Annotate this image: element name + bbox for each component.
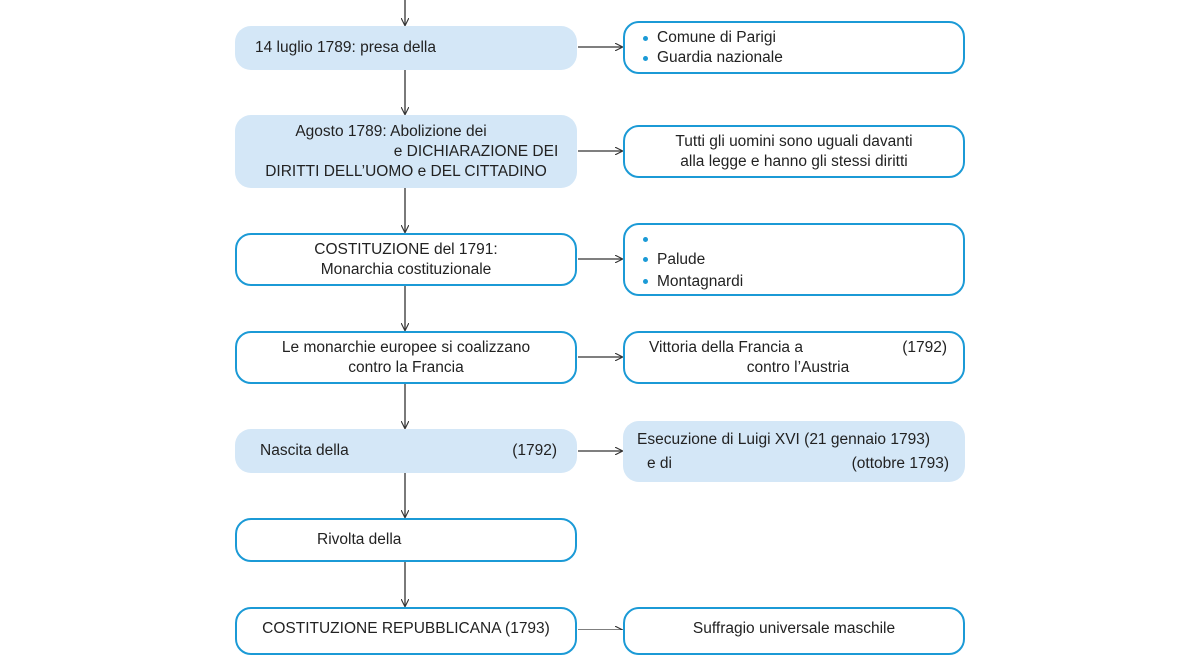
connector-layer bbox=[0, 0, 1200, 630]
flow-step-bastille-text: 14 luglio 1789: presa della bbox=[255, 39, 436, 56]
flow-step-republic: Nascita della (1792) bbox=[235, 429, 577, 473]
outcome-execution-line1: Esecuzione di Luigi XVI (21 gennaio 1793… bbox=[637, 430, 930, 448]
outcome-paris-list: Comune di Parigi Guardia nazionale bbox=[625, 28, 963, 68]
flow-step-constitution-1793: COSTITUZIONE REPUBBLICANA (1793) bbox=[235, 607, 577, 655]
outcome-equality-line1: Tutti gli uomini sono uguali davanti bbox=[675, 132, 913, 150]
flow-step-abolition-line1: Agosto 1789: Abolizione dei bbox=[295, 122, 487, 140]
flow-step-coalition-line1: Le monarchie europee si coalizzano bbox=[281, 338, 531, 356]
outcome-execution: Esecuzione di Luigi XVI (21 gennaio 1793… bbox=[623, 421, 965, 482]
outcome-victory: Vittoria della Francia a (1792) contro l… bbox=[623, 331, 965, 384]
list-item: Guardia nazionale bbox=[643, 48, 963, 68]
list-item: Comune di Parigi bbox=[643, 28, 963, 48]
outcome-paris: Comune di Parigi Guardia nazionale bbox=[623, 21, 965, 74]
flow-step-abolition-line2: e DICHIARAZIONE DEI bbox=[393, 142, 559, 160]
list-item: Montagnardi bbox=[643, 271, 963, 293]
flow-step-constitution-1793-text: COSTITUZIONE REPUBBLICANA (1793) bbox=[262, 620, 550, 637]
flow-step-coalition: Le monarchie europee si coalizzano contr… bbox=[235, 331, 577, 384]
outcome-equality: Tutti gli uomini sono uguali davanti all… bbox=[623, 125, 965, 178]
outcome-victory-year: (1792) bbox=[902, 338, 947, 356]
list-item bbox=[643, 229, 963, 249]
flow-step-coalition-line2: contro la Francia bbox=[348, 358, 464, 376]
flow-step-constitution-1791-line1: COSTITUZIONE del 1791: bbox=[314, 240, 498, 258]
outcome-victory-line1: Vittoria della Francia a bbox=[649, 338, 803, 356]
flow-step-revolt-text: Rivolta della bbox=[317, 531, 402, 548]
flow-step-republic-year: (1792) bbox=[512, 442, 557, 459]
outcome-execution-line2b: (ottobre 1793) bbox=[851, 454, 949, 472]
list-item: Palude bbox=[643, 249, 963, 271]
outcome-suffrage: Suffragio universale maschile bbox=[623, 607, 965, 655]
flow-step-abolition: Agosto 1789: Abolizione dei e DICHIARAZI… bbox=[235, 115, 577, 188]
flow-step-constitution-1791: COSTITUZIONE del 1791: Monarchia costitu… bbox=[235, 233, 577, 286]
outcome-equality-line2: alla legge e hanno gli stessi diritti bbox=[680, 152, 908, 170]
outcome-factions: Palude Montagnardi bbox=[623, 223, 965, 296]
flow-step-abolition-line3: DIRITTI DELL’UOMO e DEL CITTADINO bbox=[265, 162, 547, 180]
flow-step-revolt: Rivolta della bbox=[235, 518, 577, 562]
flow-step-constitution-1791-line2: Monarchia costituzionale bbox=[320, 260, 492, 278]
flow-step-republic-text: Nascita della bbox=[260, 442, 349, 459]
outcome-execution-line2a: e di bbox=[647, 454, 672, 472]
outcome-suffrage-text: Suffragio universale maschile bbox=[692, 620, 896, 637]
flow-step-bastille: 14 luglio 1789: presa della bbox=[235, 26, 577, 70]
outcome-factions-list: Palude Montagnardi bbox=[625, 229, 963, 293]
outcome-victory-line2: contro l’Austria bbox=[746, 358, 850, 376]
